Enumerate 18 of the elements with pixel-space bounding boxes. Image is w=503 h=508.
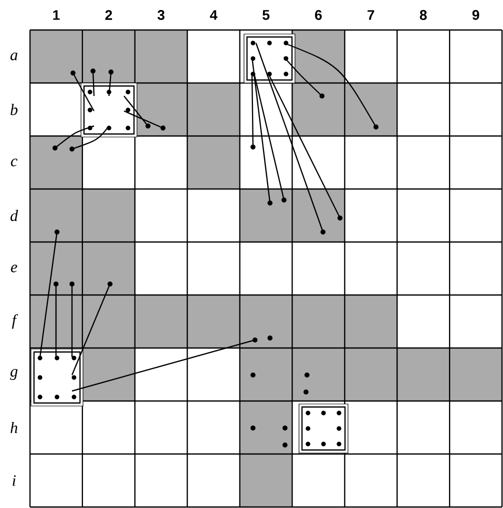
column-number: 8	[420, 10, 427, 20]
column-number: 1	[53, 10, 60, 20]
row-letter: a	[10, 52, 18, 60]
row-letter: h	[10, 422, 18, 434]
column-number: 3	[158, 10, 164, 20]
column-number: 4	[210, 10, 218, 20]
row-letter: e	[10, 264, 18, 272]
column-number: 2	[105, 10, 112, 20]
row-letter: b	[10, 104, 18, 116]
column-number: 7	[368, 10, 374, 20]
row-letter: i	[12, 475, 16, 486]
row-letter: d	[10, 210, 18, 222]
column-number: 5	[262, 10, 270, 20]
row-letter: g	[10, 369, 18, 380]
row-letter: c	[10, 158, 18, 166]
column-number: 6	[315, 10, 322, 20]
column-number: 9	[472, 10, 480, 20]
row-letter: f	[12, 314, 18, 329]
